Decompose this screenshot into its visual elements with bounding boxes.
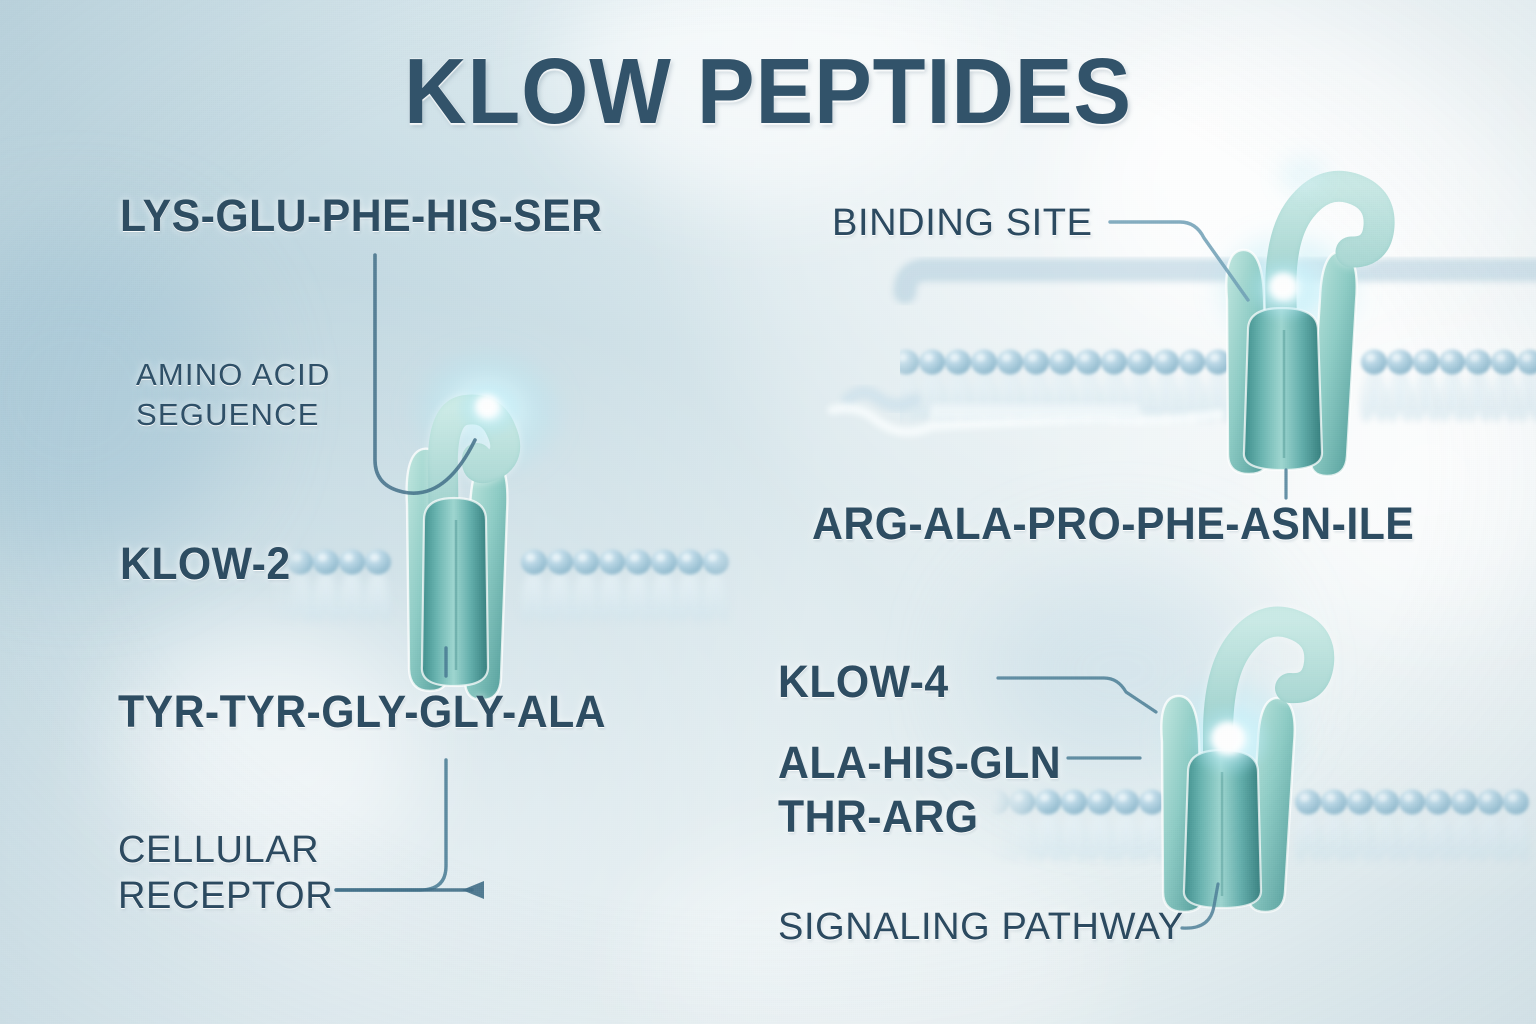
receptor-right-bottom [1158, 605, 1336, 914]
leader-klow4 [996, 676, 1158, 714]
label-cellular-receptor-line2: RECEPTOR [118, 874, 334, 917]
label-sequence-tyr-tyr: TYR-TYR-GLY-GLY-ALA [118, 686, 607, 737]
label-sequence-arg-ala: ARG-ALA-PRO-PHE-ASN-ILE [812, 498, 1415, 549]
page-title: KLOW PEPTIDES [403, 39, 1133, 143]
membrane-right-bottom [982, 789, 1530, 862]
label-signaling-pathway: SIGNALING PATHWAY [778, 906, 1184, 948]
label-amino-acid-sequence-line2: SEGUENCE [136, 397, 320, 433]
membrane-left [260, 549, 730, 622]
leader-binding-site [1108, 220, 1250, 302]
background-blob [1280, 330, 1536, 630]
receptor-right-top [1212, 156, 1397, 478]
leader-signaling-pathway [1180, 882, 1220, 930]
leader-sequence-top [373, 253, 477, 495]
label-binding-site: BINDING SITE [832, 202, 1093, 244]
label-klow-2: KLOW-2 [120, 538, 291, 589]
label-klow-4: KLOW-4 [778, 656, 949, 707]
receptor-left [405, 346, 565, 702]
label-sequence-line2: THR-ARG [778, 791, 979, 842]
label-sequence-ala-his-gln: ALA-HIS-GLN THR-ARG [778, 736, 1061, 844]
leader-cellular-receptor [334, 758, 448, 892]
label-cellular-receptor-line1: CELLULAR [118, 829, 320, 871]
label-cellular-receptor: CELLULAR RECEPTOR [118, 828, 333, 919]
label-amino-acid-sequence-line1: AMINO ACID [136, 357, 331, 392]
label-sequence-lys-glu: LYS-GLU-PHE-HIS-SER [120, 190, 603, 241]
label-sequence-line1: ALA-HIS-GLN [778, 737, 1062, 788]
render-artifact [827, 258, 1536, 481]
leader-arrowhead [462, 881, 484, 899]
label-amino-acid-sequence: AMINO ACID SEGUENCE [136, 355, 331, 436]
membrane-right-top [892, 349, 1536, 422]
